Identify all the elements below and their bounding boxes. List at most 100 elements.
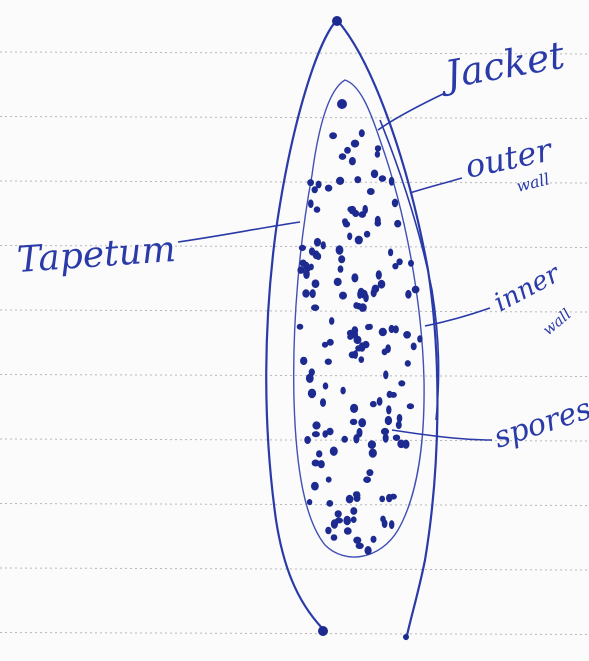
spore [326,500,333,507]
ruled-line [0,181,589,183]
spore [338,265,344,272]
spore [412,286,420,294]
spore [329,317,334,325]
spore [359,129,365,137]
spore [299,245,306,251]
label-spores: spores [490,391,589,455]
spore [379,328,387,336]
spore [365,324,371,330]
spore [382,349,388,356]
spore [405,360,411,367]
spore [310,289,316,298]
leader-tapetum [178,222,300,242]
spore [393,435,400,441]
spore [403,331,411,339]
spore [357,428,363,438]
spore [389,177,395,186]
spore [350,507,357,515]
spore [339,153,346,160]
spore [407,403,414,409]
spore [393,325,399,333]
spore [334,278,342,286]
ruled-line [0,633,589,635]
base-dot-right [403,634,409,640]
spore [314,238,321,247]
spore [367,188,375,195]
spore [366,469,373,476]
spore [356,303,362,310]
spore [327,339,334,346]
spore [312,431,320,437]
spore [351,273,358,282]
spore [309,247,315,255]
spore [383,370,388,379]
spore [304,436,311,444]
spore [331,519,338,528]
spore [312,421,320,429]
spore [379,496,385,503]
spore [359,356,365,363]
spore [385,416,392,425]
spore [307,499,312,505]
spore [343,221,350,228]
spore [417,335,422,342]
inner-tip-dot [337,99,347,109]
spore [394,220,401,228]
spore [375,151,380,158]
spore [330,447,338,456]
ruled-line [0,375,589,377]
spore [344,527,352,534]
spore [356,543,364,549]
spore [358,418,366,427]
spore [341,436,348,443]
spore [320,398,326,407]
spore [397,414,403,423]
ruled-line [0,504,589,506]
spore [312,186,318,193]
spore [353,350,358,359]
spore [339,292,347,300]
label-jacket: Jacket [435,33,568,99]
spore [312,279,320,288]
spore [365,546,372,555]
spore [321,241,326,249]
jacket-tip [332,16,342,26]
label-inner-wall: wall [539,305,575,339]
base-dot-left [318,626,328,636]
spore [311,482,319,491]
spore [371,536,377,543]
spore [336,177,344,185]
spore [382,519,388,528]
spore [325,359,332,365]
spore [311,304,319,311]
spore [309,264,314,271]
spore [325,527,331,534]
spore [325,185,332,192]
spore [377,397,383,406]
spore [316,450,322,457]
spore [300,357,307,365]
spore [300,260,307,267]
spore [335,510,342,517]
leader-spores [392,430,492,440]
spore [386,494,392,502]
spore [306,374,314,383]
spore [362,205,368,214]
spore [326,428,333,435]
spore [389,520,394,529]
leader-jacket [378,93,445,130]
spore [370,401,377,407]
spore [392,263,398,269]
spore [343,516,351,525]
spore [388,249,393,257]
spore [349,206,357,214]
spore [386,405,391,414]
spore [350,419,358,425]
spore [307,179,314,186]
spore [314,206,321,212]
spore [349,157,356,165]
spore [368,440,376,449]
label-inner: inner [489,258,566,318]
